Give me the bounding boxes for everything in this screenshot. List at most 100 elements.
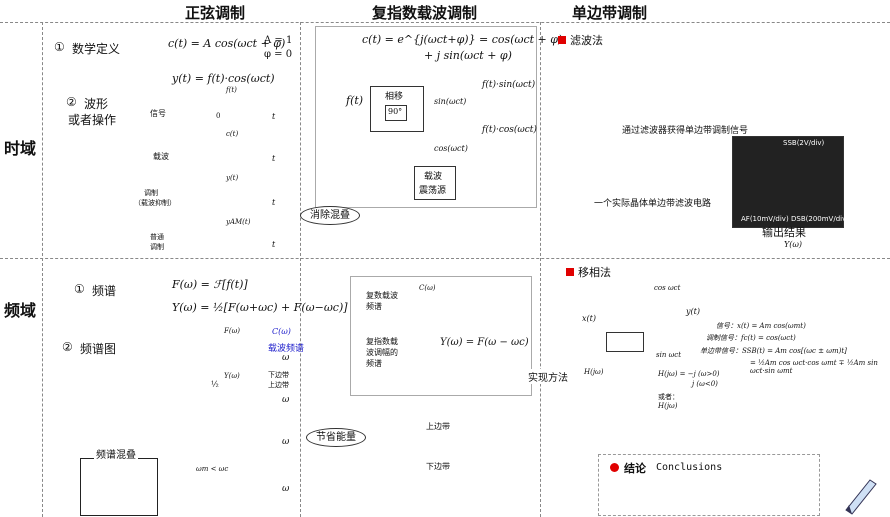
- section-title: 移相法: [578, 266, 611, 279]
- cos-carrier-wave: [437, 146, 471, 158]
- definition: 单边带信号：SSB(t) = Am cos[(ωc ± ωm)t]: [700, 347, 847, 355]
- axis-label: yAM(t): [226, 218, 251, 226]
- equation: y(t) = f(t)·cos(ωct): [172, 72, 275, 85]
- arrow-anti-alias: [297, 207, 381, 271]
- col-divider-2: [300, 22, 301, 517]
- spectrum-lobe: [737, 97, 775, 113]
- sin-carrier-wave: [437, 100, 471, 112]
- axis-label: Y(ω): [784, 240, 803, 249]
- item-label: 频谱: [92, 284, 117, 298]
- spectral-line-head: [736, 259, 740, 263]
- equation: Y(ω) = F(ω − ωc): [440, 337, 529, 348]
- carrier-spectrum-label: 载波频谱: [268, 344, 305, 354]
- item-label: 波形: [84, 97, 109, 111]
- cos-output-wave: [490, 141, 534, 163]
- scope-label: DSB(200mV/div): [791, 215, 849, 223]
- multiplier-mark: [648, 296, 656, 304]
- transfer-eq: H(jω) = −j (ω>0): [658, 370, 720, 378]
- aliasing-spectrum: [214, 471, 254, 485]
- col-divider-1: [42, 22, 43, 517]
- axis-arrowhead: [408, 284, 412, 288]
- spectrum-lobe: [683, 97, 721, 113]
- complex-time-panel: [315, 26, 537, 208]
- equation-param: φ = 0: [264, 49, 293, 60]
- arrow-label-implementation: 实现方法: [528, 369, 568, 384]
- overlap-title: 频谱混叠: [94, 446, 138, 461]
- bullet-icon: [610, 463, 619, 472]
- definition: 信号：x(t) = Am cos(ωmt): [716, 322, 806, 330]
- scope-label: AF(10mV/div): [741, 215, 789, 223]
- axis-label: t: [272, 198, 276, 207]
- half-label: ½: [211, 380, 219, 389]
- axis-arrowhead: [862, 136, 866, 140]
- marker-square: [620, 372, 626, 377]
- envelope: [173, 178, 273, 206]
- output-label: f(t)·cos(ωct): [482, 125, 537, 135]
- upper-sideband-fill: [256, 383, 276, 396]
- waveform-label: 载波: [153, 152, 169, 161]
- item-label: 数学定义: [72, 42, 121, 56]
- scope-trace: [733, 151, 841, 189]
- band-label: 下边带: [268, 371, 289, 379]
- carrier-impulse-head: [424, 295, 428, 299]
- row-label-freq: 频域: [4, 301, 37, 320]
- axis-arrowhead: [218, 86, 222, 90]
- signal-path: [657, 299, 681, 315]
- band-label: 上边带: [426, 422, 450, 431]
- waveform-label: （载波抑制）: [134, 199, 176, 207]
- signal-path: [606, 320, 621, 342]
- signal-path: [657, 325, 681, 341]
- conclusion-en: Conclusions: [656, 462, 723, 473]
- definition: = ½Am cos ωct·cos ωmt ∓ ½Am sin ωct·sin …: [750, 359, 878, 375]
- axis-arrowhead: [274, 106, 278, 110]
- waveform-label: 调制: [150, 243, 164, 251]
- caption: 通过滤波器获得单边带调制信号: [622, 126, 749, 136]
- axis-arrowhead: [220, 366, 224, 370]
- bullet-icon: [558, 36, 566, 44]
- input-label: f(t): [346, 94, 364, 107]
- equation: Y(ω) = ½[F(ω+ωc) + F(ω−ωc)]: [172, 301, 348, 314]
- axis-arrowhead: [218, 128, 222, 132]
- spectral-line-head: [726, 259, 730, 263]
- axis-arrowhead: [788, 244, 792, 248]
- mixer-block: [607, 51, 643, 73]
- item-number: ①: [54, 40, 65, 54]
- aliasing-spectrum: [190, 471, 230, 485]
- axis-arrowhead: [474, 128, 478, 132]
- arrow-implementation: [499, 291, 557, 447]
- axis-label: y(t): [226, 174, 239, 182]
- item-number: ②: [66, 95, 77, 109]
- signal-line: [361, 84, 425, 131]
- source-icon: [575, 155, 589, 169]
- carrier-impulse-head: [254, 333, 258, 337]
- caption: 一个实际晶体单边带滤波电路: [594, 199, 712, 209]
- axis-arrowhead: [615, 366, 619, 370]
- axis-arrowhead: [354, 108, 358, 112]
- axis-arrowhead: [864, 274, 868, 278]
- transfer-label: H(jω): [584, 368, 604, 376]
- axis-arrowhead: [862, 160, 866, 164]
- item-number: ①: [74, 282, 85, 296]
- axis-arrowhead: [408, 338, 412, 342]
- header-complex: 复指数载波调制: [372, 4, 478, 22]
- axis-arrowhead: [482, 446, 486, 450]
- pen-icon[interactable]: [840, 474, 880, 515]
- axis-arrowhead: [880, 196, 884, 200]
- carrier-impulse-head: [186, 333, 190, 337]
- component-spectrum: [176, 425, 208, 439]
- axis-arrowhead: [696, 318, 700, 322]
- item-label: 或者操作: [68, 113, 117, 127]
- lsb-right: [437, 474, 453, 489]
- component-spectrum: [236, 425, 268, 439]
- axis-arrowhead: [648, 382, 652, 386]
- am-wave: [173, 223, 273, 249]
- axis-arrowhead: [282, 482, 286, 486]
- axis-label: t: [272, 240, 276, 249]
- axis-arrowhead: [218, 214, 222, 218]
- carrier-callout: [189, 329, 267, 335]
- transfer-plot: [584, 375, 650, 393]
- equation: + j sin(ωct + φ): [424, 49, 512, 62]
- dsb-wave: [173, 177, 273, 206]
- signal-wave: [173, 94, 273, 122]
- axis-arrowhead: [880, 146, 884, 150]
